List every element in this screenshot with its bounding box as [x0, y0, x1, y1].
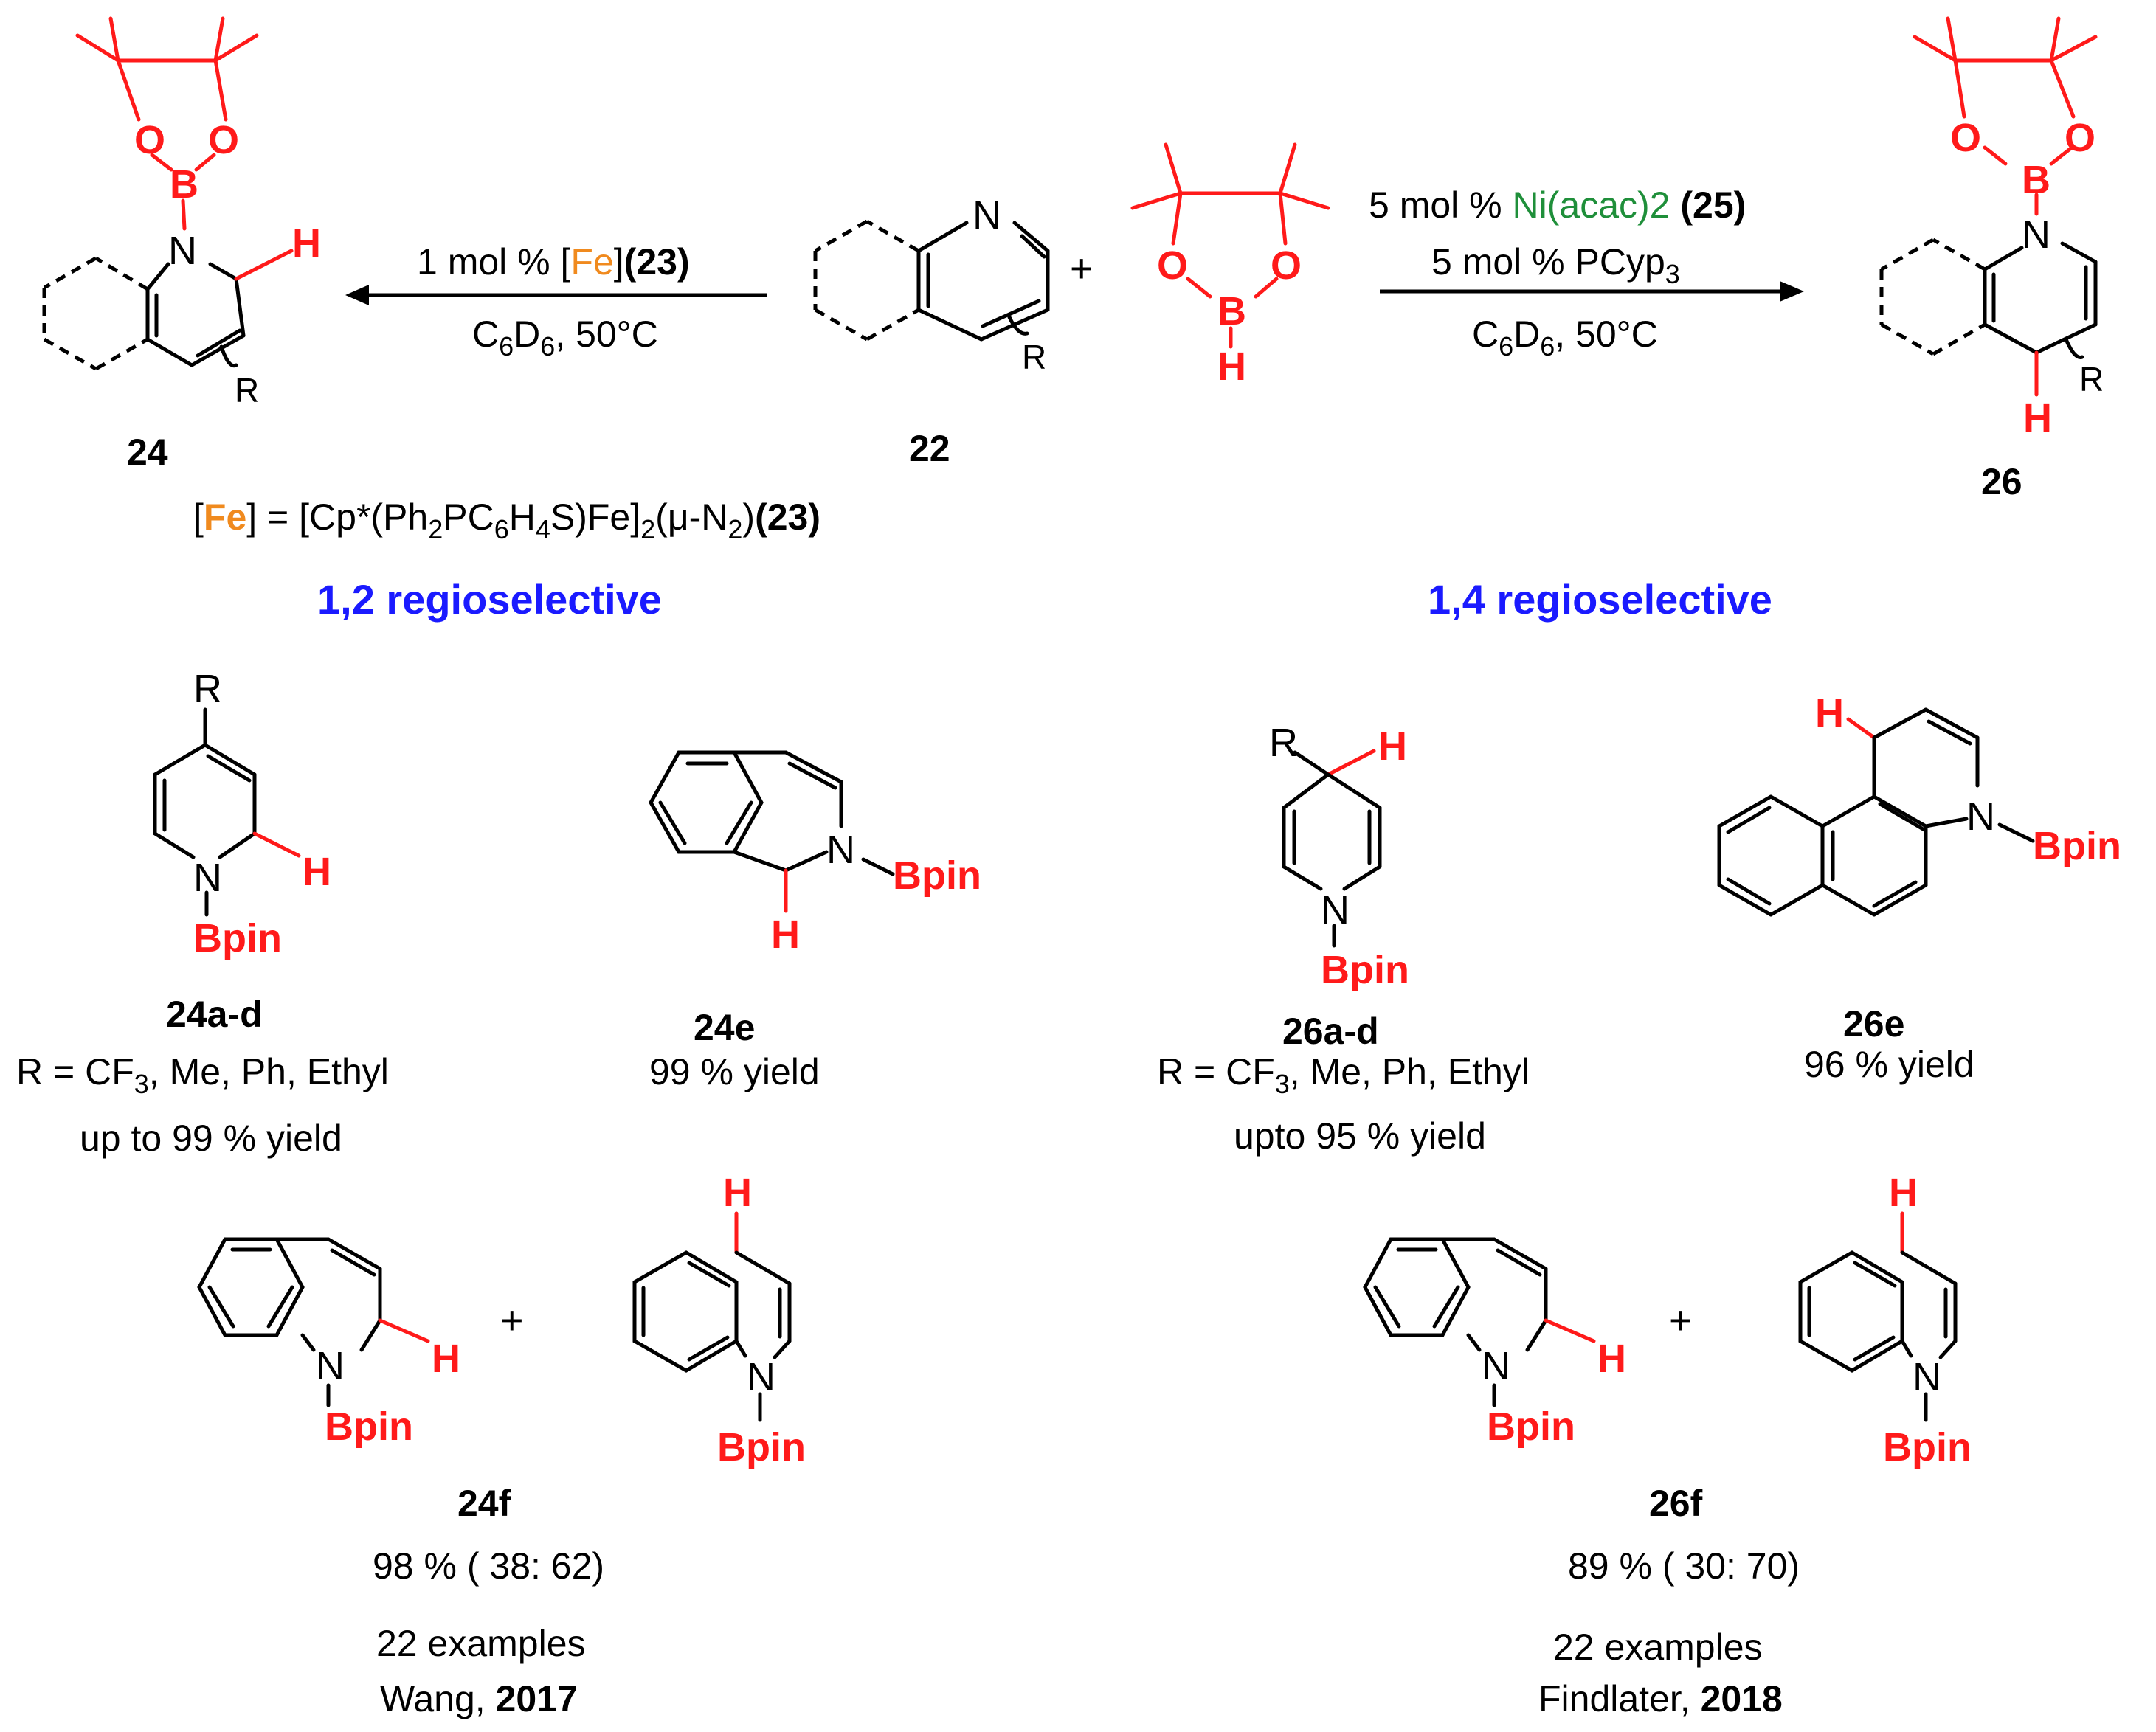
oxygen-atom: O [208, 118, 239, 162]
bpin-group: Bpin [193, 916, 282, 960]
compound-24f-yield: 98 % ( 38: 62) [373, 1545, 604, 1587]
compound-24f-12-isomer: N H Bpin [197, 1237, 460, 1449]
oxygen-atom: O [1950, 116, 1981, 160]
nitrogen-atom: N [2022, 212, 2050, 257]
r-substituent: R [193, 667, 222, 711]
compound-24ad-label: 24a-d [166, 994, 263, 1035]
right-condition-ligand: 5 mol % PCyp3 [1431, 241, 1680, 289]
boron-atom: B [1217, 289, 1246, 333]
compound-26f-yield: 89 % ( 30: 70) [1568, 1545, 1800, 1587]
compound-26e-label: 26e [1843, 1003, 1904, 1045]
nitrogen-atom: N [1321, 888, 1350, 932]
arrow-head [345, 285, 369, 305]
compound-24ad-yield: up to 99 % yield [80, 1118, 342, 1159]
compound-24e-label: 24e [694, 1007, 755, 1048]
bpin-group: Bpin [893, 853, 981, 898]
nitrogen-atom: N [1482, 1344, 1510, 1388]
oxygen-atom: O [2065, 116, 2095, 160]
compound-24f-14-isomer: H N Bpin [632, 1171, 806, 1469]
compound-24f-label: 24f [457, 1483, 511, 1524]
hydrogen-atom: H [1217, 344, 1246, 389]
hydrogen-atom: H [723, 1171, 752, 1215]
right-citation: Findlater, 2018 [1538, 1678, 1783, 1719]
plus-sign: + [1070, 246, 1093, 291]
r-substituent: R [1269, 721, 1298, 765]
hydrogen-atom: H [303, 850, 331, 894]
compound-24ad-r-groups: R = CF3, Me, Ph, Ethyl [16, 1051, 389, 1099]
compound-26ad-yield: upto 95 % yield [1234, 1115, 1486, 1157]
left-condition-solvent: C6D6, 50°C [472, 314, 658, 361]
boron-atom: B [2022, 158, 2050, 202]
compound-26e-structure: H N Bpin [1717, 691, 2121, 917]
nitrogen-atom: N [1913, 1355, 1941, 1399]
compound-24ad-structure: R N H Bpin [153, 667, 331, 960]
plus-sign: + [1669, 1298, 1693, 1343]
nitrogen-atom: N [168, 229, 197, 273]
hydrogen-atom: H [432, 1337, 460, 1381]
compound-26f-12-isomer: N H Bpin [1363, 1237, 1626, 1449]
left-example-count: 22 examples [376, 1623, 586, 1664]
compound-26e-yield: 96 % yield [1804, 1044, 1974, 1085]
hydrogen-atom: H [1597, 1337, 1626, 1381]
bpin-group: Bpin [1321, 948, 1409, 992]
plus-sign: + [500, 1298, 524, 1343]
compound-24e-structure: N Bpin H [649, 750, 981, 957]
r-substituent: R [1022, 338, 1046, 376]
pinacolborane-structure: O O B H [1130, 142, 1330, 389]
nitrogen-atom: N [316, 1344, 345, 1388]
hydrogen-atom: H [771, 912, 800, 957]
fe-catalyst-definition: [Fe] = [Cp*(Ph2PC6H4S)Fe]2(μ-N2)(23) [193, 496, 820, 544]
bpin-group: Bpin [717, 1425, 806, 1469]
right-example-count: 22 examples [1553, 1627, 1763, 1668]
selectivity-label-left: 1,2 regioselective [317, 576, 662, 623]
oxygen-atom: O [134, 118, 165, 162]
left-citation: Wang, 2017 [380, 1678, 578, 1719]
left-condition-catalyst: 1 mol % [Fe](23) [417, 241, 690, 283]
right-condition-catalyst: 5 mol % Ni(acac)2 (25) [1369, 184, 1746, 226]
nitrogen-atom: N [972, 193, 1001, 238]
compound-26ad-r-groups: R = CF3, Me, Ph, Ethyl [1157, 1051, 1530, 1099]
hydrogen-atom: H [292, 221, 321, 266]
compound-26f-14-isomer: H N Bpin [1798, 1171, 1972, 1469]
hydrogen-atom: H [1815, 691, 1844, 735]
compound-22-label: 22 [909, 428, 950, 469]
nitrogen-atom: N [193, 856, 222, 900]
bpin-group: Bpin [1487, 1404, 1575, 1449]
compound-24-structure: O O B N H R [42, 16, 321, 409]
compound-26f-label: 26f [1649, 1483, 1703, 1524]
r-substituent: R [2079, 360, 2104, 398]
hydrogen-atom: H [1378, 724, 1407, 769]
nitrogen-atom: N [1966, 794, 1995, 839]
bpin-group: Bpin [325, 1404, 413, 1449]
compound-24e-yield: 99 % yield [649, 1051, 820, 1092]
compound-26-structure: O O B N H R [1879, 16, 2104, 440]
oxygen-atom: O [1157, 243, 1188, 288]
compound-24-label: 24 [127, 432, 168, 473]
compound-22-structure: N R [813, 193, 1050, 376]
hydrogen-atom: H [1889, 1171, 1918, 1215]
compound-26-label: 26 [1981, 461, 2022, 502]
r-substituent: R [235, 371, 259, 409]
bpin-group: Bpin [1883, 1425, 1972, 1469]
right-condition-solvent: C6D6, 50°C [1472, 314, 1658, 361]
compound-26ad-label: 26a-d [1282, 1011, 1379, 1052]
compound-26ad-structure: R H N Bpin [1269, 721, 1409, 992]
oxygen-atom: O [1271, 243, 1302, 288]
boron-atom: B [170, 162, 198, 207]
hydrogen-atom: H [2023, 396, 2052, 440]
nitrogen-atom: N [747, 1355, 775, 1399]
nitrogen-atom: N [826, 828, 855, 872]
bpin-group: Bpin [2033, 824, 2121, 868]
arrow-head [1780, 281, 1804, 302]
selectivity-label-right: 1,4 regioselective [1428, 576, 1772, 623]
